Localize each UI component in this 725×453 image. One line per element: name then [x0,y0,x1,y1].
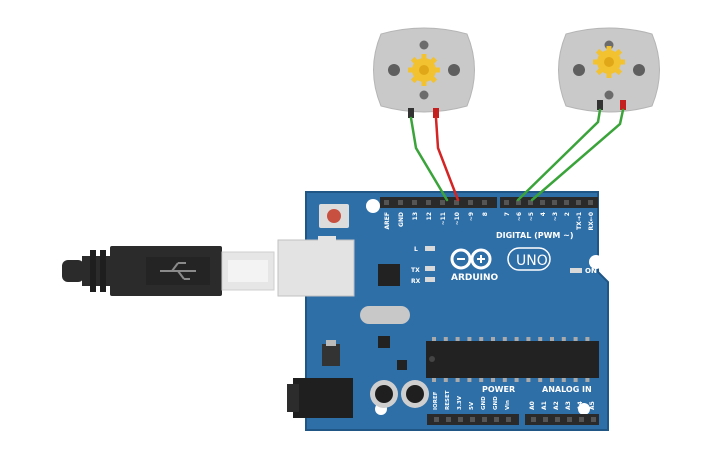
pin-label: TX→1 [576,212,583,230]
pin-label: A1 [541,401,548,410]
pin-label: 2 [564,212,571,216]
pin-label: 13 [412,212,419,220]
pin-label: GND [398,212,405,227]
pin-label: 5V [469,401,475,410]
wire-motor2-black [516,108,602,202]
small-chip [378,336,390,348]
usb-controller-chip [378,264,400,286]
pin-label: 3.3V [457,395,463,410]
status-leds [425,246,582,282]
pin-label: 12 [426,212,433,220]
brand-label: ARDUINO [451,273,499,283]
top-pin-labels: AREF GND 13 12 ~11 ~10 ~9 8 7 ~6 ~5 4 ~3 2 TX→1 RX←0 [384,212,595,230]
pin-label: RESET [445,390,451,410]
capacitor [370,380,398,408]
pin-label: A0 [529,401,536,410]
pin-label: GND [493,396,499,410]
pin-label: ~5 [528,212,535,221]
pin-label: ~11 [440,212,447,225]
crystal [360,306,410,324]
pin-label: ~10 [454,212,461,225]
pin-label: 7 [504,212,511,216]
pin-label: IOREF [433,391,439,410]
reset-button[interactable] [319,204,349,228]
arduino-logo-icon [450,248,492,270]
gear-icon [408,54,440,86]
small-chip [397,360,407,370]
atmega-chip [426,337,599,382]
pin-label: A4 [577,401,584,410]
bottom-pin-labels: IOREF RESET 3.3V 5V GND GND Vin A0 A1 A2 A3 A4 A5 [433,390,596,410]
model-label: UNO [516,253,548,269]
usb-icon [160,262,196,280]
led-l-label: L [414,246,418,253]
analog-label: ANALOG IN [542,385,592,394]
pin-label: AREF [384,212,391,229]
power-jack[interactable] [293,378,353,418]
analog-header [525,414,599,425]
usb-socket [277,239,355,297]
pin-label: ~6 [516,212,523,221]
pin-label: ~3 [552,212,559,221]
pin-label: ~9 [468,212,475,221]
capacitor [401,380,429,408]
arduino-uno-board[interactable]: AREF GND 13 12 ~11 ~10 ~9 8 7 ~6 ~5 4 ~3 2 TX→1 RX←0 DI… [277,191,609,431]
on-label: ON [585,267,597,275]
voltage-regulator [322,344,340,366]
wire-motor1-black [409,116,449,202]
led-rx-label: RX [411,278,421,285]
pin-label: A5 [589,401,596,410]
digital-header-left [380,197,497,208]
power-label: POWER [482,385,515,394]
pin-label: 8 [482,212,489,216]
pin-label: Vin [505,400,511,410]
wires [409,108,625,202]
pin-label: GND [481,396,487,410]
pin-label: A3 [565,401,572,410]
wire-motor2-red [530,108,625,202]
digital-header-label: DIGITAL (PWM ~) [496,231,574,240]
dc-motor-right[interactable] [558,27,660,113]
led-tx-label: TX [411,267,420,274]
pin-label: A2 [553,401,560,410]
gear-icon [593,46,625,78]
pin-label: 4 [540,212,547,216]
digital-header-right [500,197,598,208]
usb-cable[interactable] [62,246,275,296]
dc-motor-left[interactable] [373,27,475,118]
wire-motor1-red [434,116,460,202]
pin-label: RX←0 [588,212,595,230]
